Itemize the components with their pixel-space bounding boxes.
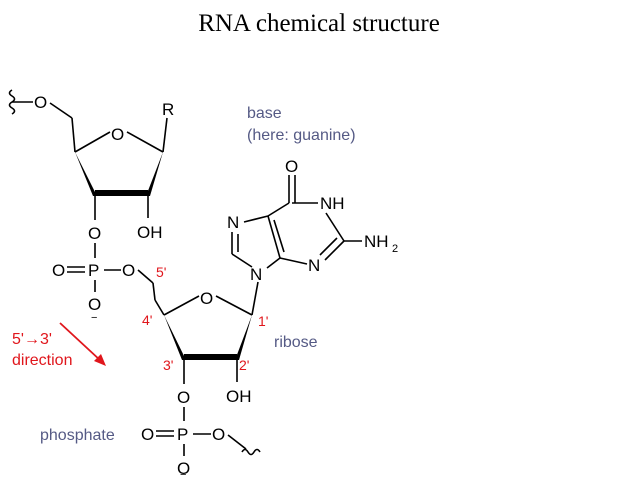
bond bbox=[137, 269, 154, 284]
oxygen-atom: O bbox=[177, 388, 190, 407]
carbon-number-5prime: 5' bbox=[156, 264, 166, 280]
oxygen-atom: O bbox=[122, 261, 135, 280]
bond bbox=[231, 253, 253, 268]
oxygen-atom: O bbox=[34, 93, 47, 112]
glycosidic-bond bbox=[251, 281, 259, 316]
direction-label-line2: direction bbox=[12, 352, 72, 369]
r-group-label: R bbox=[162, 100, 174, 119]
bond bbox=[163, 295, 200, 316]
carbonyl-oxygen-atom: O bbox=[285, 157, 298, 176]
hydroxyl-label: OH bbox=[226, 387, 252, 406]
bond bbox=[324, 240, 345, 261]
wedge-bond bbox=[164, 315, 186, 360]
ring-oxygen-atom: O bbox=[111, 125, 124, 144]
carbon-number-4prime: 4' bbox=[142, 312, 152, 328]
carbon-number-2prime: 2' bbox=[239, 357, 249, 373]
wedge-bond bbox=[75, 152, 97, 196]
carbon-number-3prime: 3' bbox=[163, 357, 173, 373]
wedge-bond bbox=[235, 315, 252, 360]
nh-group: NH bbox=[320, 194, 345, 213]
hydroxyl-label: OH bbox=[137, 223, 163, 242]
bond bbox=[154, 299, 165, 316]
negative-charge: − bbox=[91, 312, 97, 324]
phosphate-double-oxygen: O bbox=[52, 261, 65, 280]
nitrogen-atom-n3: N bbox=[308, 256, 320, 275]
bond bbox=[162, 117, 168, 153]
ring-oxygen-atom: O bbox=[200, 289, 213, 308]
bond bbox=[325, 212, 345, 242]
phosphate-minus-oxygen: O bbox=[88, 295, 101, 314]
double-bond bbox=[319, 237, 338, 256]
phosphorus-atom: P bbox=[88, 261, 99, 280]
bond bbox=[243, 215, 269, 223]
bond bbox=[267, 215, 281, 259]
oxygen-atom: O bbox=[212, 425, 225, 444]
ribose-label: ribose bbox=[274, 334, 318, 351]
oxygen-atom: O bbox=[88, 224, 101, 243]
carbon-number-1prime: 1' bbox=[258, 313, 268, 329]
base-label: base bbox=[247, 105, 282, 122]
bond bbox=[279, 257, 308, 265]
wedge-bond bbox=[146, 152, 163, 196]
wavy-bond-bottom bbox=[241, 448, 261, 456]
bond bbox=[152, 282, 156, 301]
bond bbox=[266, 257, 281, 269]
direction-arrow bbox=[59, 322, 106, 366]
amino-group: NH bbox=[364, 232, 389, 251]
base-note-label: (here: guanine) bbox=[247, 127, 356, 144]
bottom-nucleotide: 4' O 1' 3' 2' OH O O P O O − bbox=[141, 289, 268, 479]
amino-subscript: 2 bbox=[392, 243, 398, 255]
guanine-base: N N O NH N NH 2 bbox=[227, 157, 398, 316]
bond bbox=[227, 434, 247, 450]
bond bbox=[74, 131, 111, 153]
direction-label-line1: 5'→3' bbox=[12, 331, 52, 348]
bond bbox=[267, 202, 290, 217]
nitrogen-atom-n7: N bbox=[227, 213, 239, 232]
bond bbox=[49, 102, 73, 119]
slide-title: RNA chemical structure bbox=[198, 10, 440, 37]
nitrogen-atom-n9: N bbox=[250, 265, 262, 284]
phosphate-label: phosphate bbox=[40, 427, 115, 444]
bond bbox=[71, 117, 76, 153]
bond bbox=[215, 295, 253, 316]
phosphate-double-oxygen: O bbox=[141, 425, 154, 444]
phosphate-minus-oxygen: O bbox=[177, 459, 190, 478]
double-bond bbox=[273, 219, 285, 253]
bond bbox=[126, 131, 164, 153]
phosphorus-atom: P bbox=[177, 425, 188, 444]
top-nucleotide: O O R OH O O P O O − 5' bbox=[8, 89, 174, 324]
negative-charge: − bbox=[180, 469, 186, 479]
